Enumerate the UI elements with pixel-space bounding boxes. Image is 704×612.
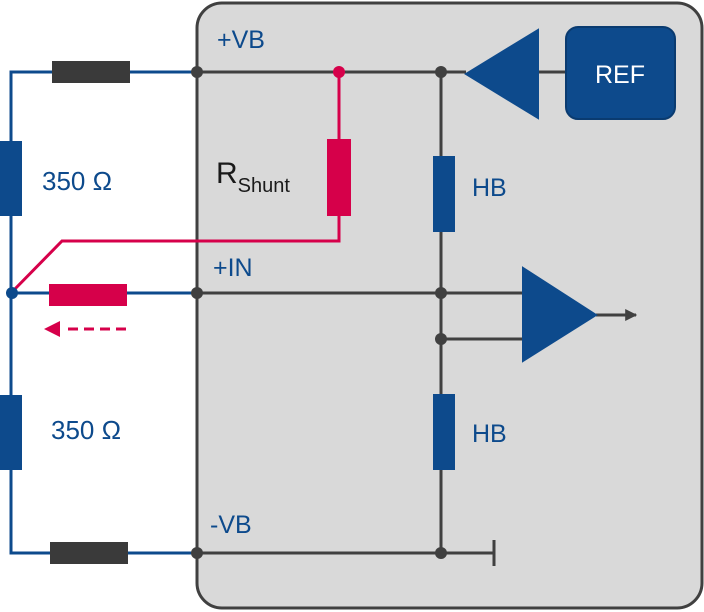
bridge-resistor-top-label: 350 Ω	[42, 166, 112, 196]
vb-minus-label: -VB	[210, 511, 252, 539]
ref-block	[565, 26, 676, 120]
reference-amplifier-icon	[464, 28, 539, 120]
half-bridge-label-top: HB	[472, 174, 507, 202]
half-bridge-resistor-top	[433, 156, 455, 232]
bridge-resistor-bottom-label: 350 Ω	[51, 415, 121, 445]
amplifier-module-box	[195, 1, 704, 610]
internal-wiring	[197, 70, 638, 566]
half-bridge-resistor-bottom	[433, 394, 455, 470]
in-plus-label: +IN	[213, 254, 253, 282]
cable-resistor-bottom	[50, 542, 128, 564]
cable-resistor-top	[52, 61, 130, 83]
half-bridge-label-bottom: HB	[472, 420, 507, 448]
bridge-resistor-bottom	[0, 395, 22, 470]
ref-label: REF	[595, 61, 645, 89]
dashed-arrow-left-icon	[44, 321, 126, 337]
rshunt-label: RShunt	[216, 157, 290, 197]
vb-plus-label: +VB	[217, 26, 265, 54]
junction-dots	[6, 66, 447, 559]
shunt-resistor	[327, 139, 351, 216]
output-amplifier-icon	[522, 266, 598, 363]
bridge-resistor-top	[0, 141, 22, 216]
external-bridge-wiring	[9, 70, 197, 555]
shunt-resistor-external	[49, 284, 127, 306]
